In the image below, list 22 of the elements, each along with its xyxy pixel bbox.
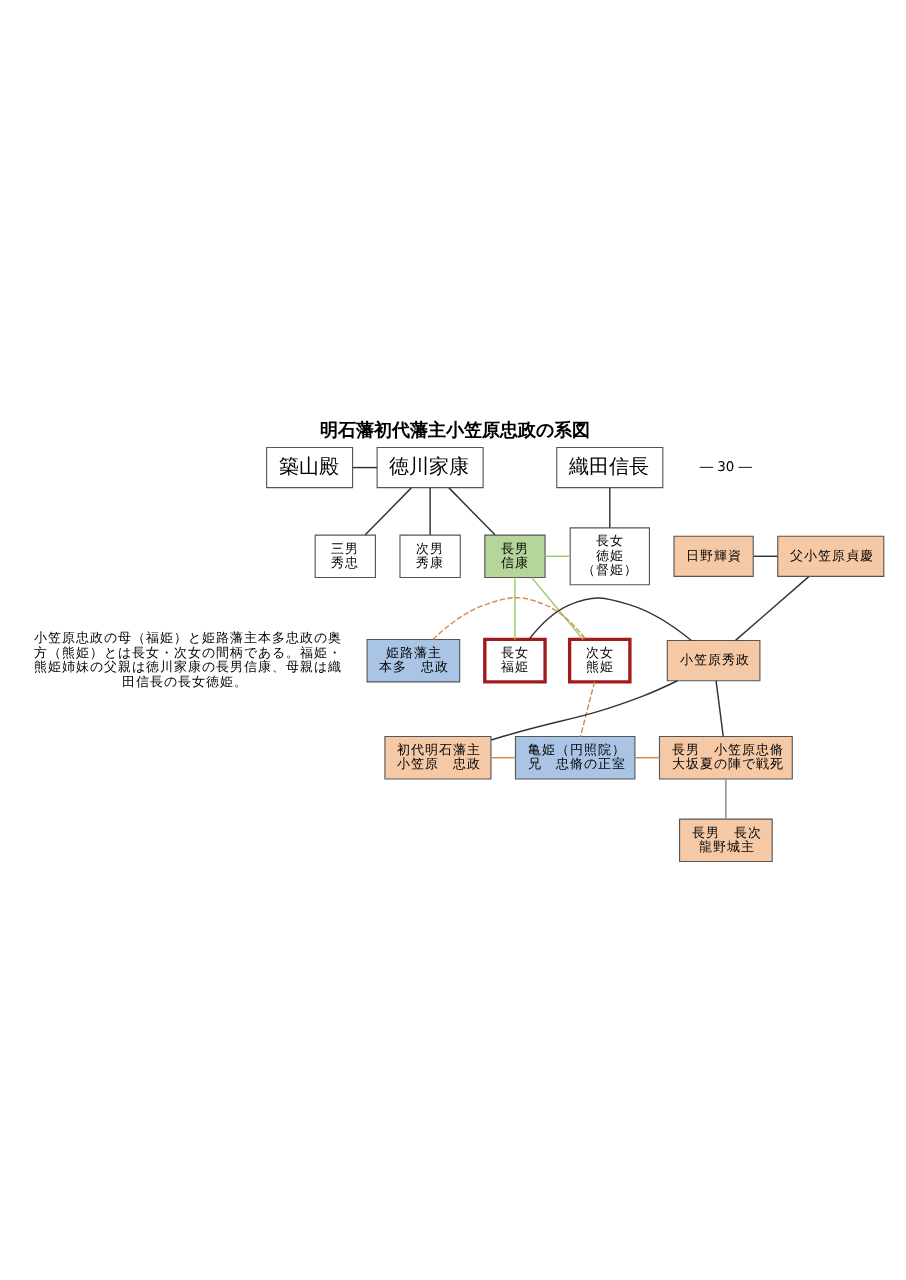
node-box: 織田信長 [556, 446, 664, 489]
connector [725, 778, 727, 820]
connector [490, 757, 517, 759]
connector [352, 466, 378, 469]
connector [634, 757, 661, 759]
connector [448, 487, 496, 536]
connector [530, 576, 584, 641]
connector [364, 487, 412, 536]
connector [609, 487, 611, 529]
connector [752, 555, 779, 558]
connector [432, 596, 587, 641]
node-box: 徳川家康 [376, 446, 484, 489]
connector [528, 597, 693, 642]
connector [579, 681, 596, 738]
diagram-title: 明石藩初代藩主小笠原忠政の系図 [320, 422, 591, 443]
connector [429, 487, 431, 536]
connector [544, 555, 571, 558]
connector [514, 576, 516, 641]
connector [715, 680, 724, 738]
connector [490, 680, 679, 741]
node-box: 築山殿 [266, 446, 354, 489]
connector [734, 575, 810, 642]
